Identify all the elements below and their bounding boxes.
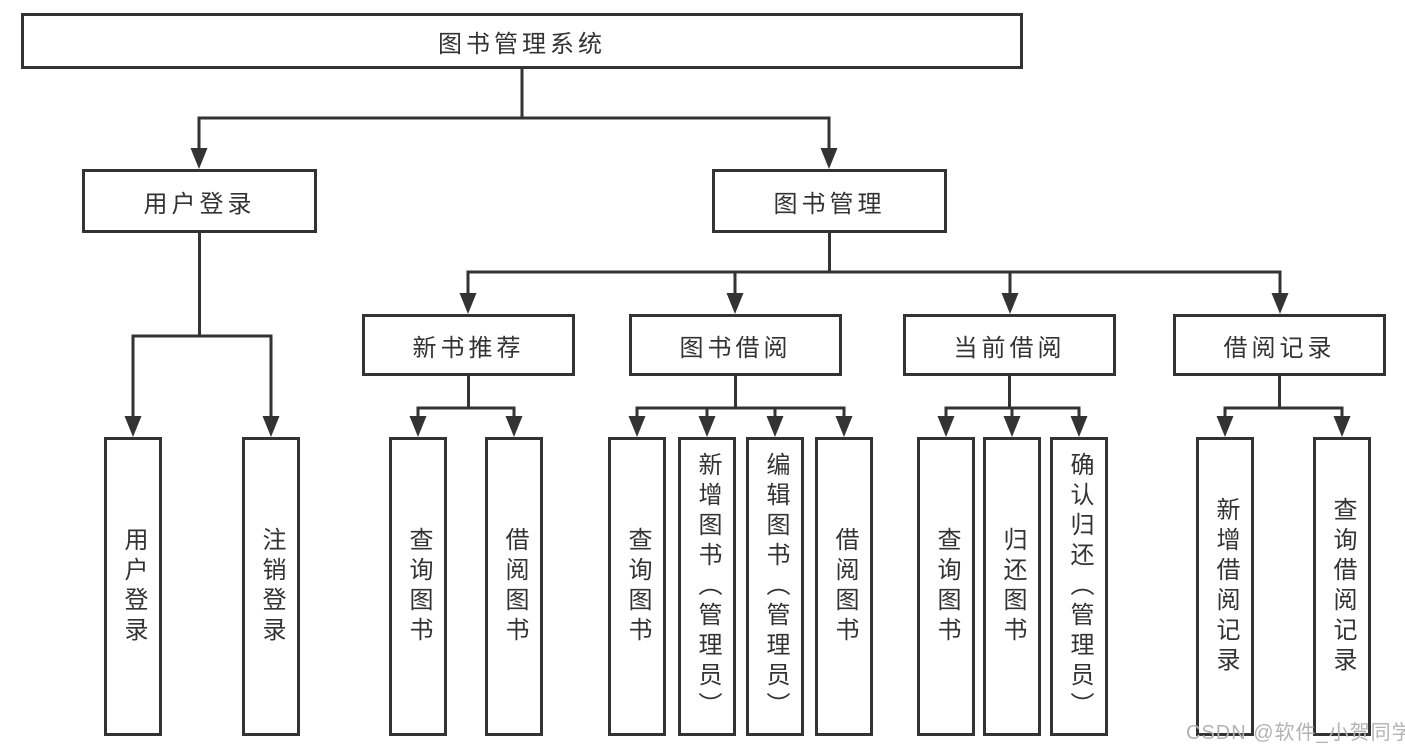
leaf-label: 查询图书 — [933, 526, 960, 647]
leaf-label: 查询借阅记录 — [1329, 496, 1356, 677]
leaf-query-books-borrowing: 查询图书 — [608, 437, 666, 736]
leaf-borrow-books-recommend: 借阅图书 — [485, 437, 543, 736]
leaf-label: 用户登录 — [120, 526, 147, 647]
leaf-label: 归还图书 — [999, 526, 1026, 647]
node-root-library-system: 图书管理系统 — [21, 13, 1023, 69]
leaf-label: 新增图书（管理员） — [694, 451, 721, 722]
leaf-label: 借阅图书 — [831, 526, 858, 647]
leaf-label: 查询图书 — [405, 526, 432, 647]
leaf-query-books-current: 查询图书 — [917, 437, 975, 736]
node-borrowing-records: 借阅记录 — [1173, 314, 1386, 376]
leaf-edit-books-admin: 编辑图书（管理员） — [746, 437, 804, 736]
leaf-label: 新增借阅记录 — [1212, 496, 1239, 677]
leaf-user-login: 用户登录 — [104, 437, 162, 736]
leaf-logout: 注销登录 — [242, 437, 300, 736]
leaf-add-books-admin: 新增图书（管理员） — [678, 437, 736, 736]
node-new-book-recommendation: 新书推荐 — [362, 314, 575, 376]
leaf-label: 编辑图书（管理员） — [762, 451, 789, 722]
csdn-watermark: CSDN @软件_小贺同学 — [1186, 722, 1405, 744]
node-current-borrowing: 当前借阅 — [903, 314, 1116, 376]
leaf-add-borrow-record: 新增借阅记录 — [1196, 437, 1254, 736]
node-book-borrowing: 图书借阅 — [629, 314, 842, 376]
leaf-return-books: 归还图书 — [983, 437, 1041, 736]
leaf-label: 借阅图书 — [501, 526, 528, 647]
node-user-login: 用户登录 — [82, 169, 317, 233]
leaf-label: 确认归还（管理员） — [1066, 451, 1093, 722]
leaf-borrow-books-borrowing: 借阅图书 — [815, 437, 873, 736]
node-book-management: 图书管理 — [712, 169, 947, 233]
leaf-query-borrow-record: 查询借阅记录 — [1313, 437, 1371, 736]
leaf-label: 注销登录 — [258, 526, 285, 647]
leaf-confirm-return-admin: 确认归还（管理员） — [1050, 437, 1108, 736]
leaf-label: 查询图书 — [624, 526, 651, 647]
leaf-query-books-recommend: 查询图书 — [389, 437, 447, 736]
